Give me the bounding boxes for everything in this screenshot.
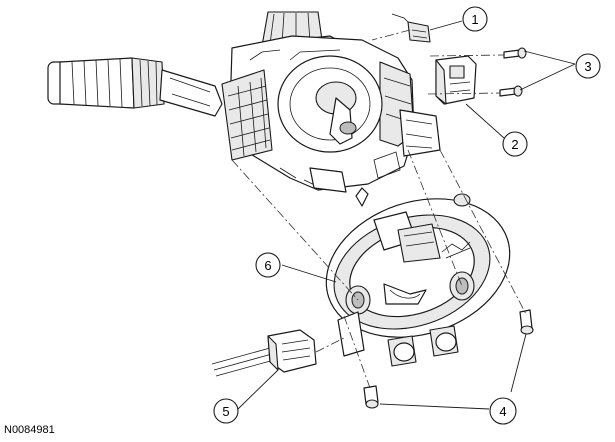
screws-item-3 <box>499 47 527 97</box>
callout-4: 4 <box>489 397 517 425</box>
svg-text:3: 3 <box>584 59 591 74</box>
svg-text:6: 6 <box>264 258 271 273</box>
callout-5: 5 <box>213 398 239 424</box>
figure-id-label: N0084981 <box>4 424 55 436</box>
svg-text:5: 5 <box>222 404 229 419</box>
leader-lines <box>237 20 576 410</box>
screws-item-4 <box>363 309 534 409</box>
callout-6: 6 <box>255 252 281 278</box>
switch-housing <box>221 35 441 193</box>
alignment-lines <box>231 29 527 389</box>
callout-3: 3 <box>575 53 601 79</box>
module-item-2 <box>435 55 477 105</box>
clockspring-item-6 <box>325 187 511 367</box>
svg-text:4: 4 <box>499 404 506 419</box>
connector-item-1 <box>391 13 431 43</box>
connector-item-5 <box>211 329 317 377</box>
svg-text:1: 1 <box>471 12 478 27</box>
callout-2: 2 <box>502 131 528 157</box>
svg-text:2: 2 <box>511 137 518 152</box>
callout-1: 1 <box>462 6 488 32</box>
multifunction-switch-stalk <box>47 57 223 117</box>
